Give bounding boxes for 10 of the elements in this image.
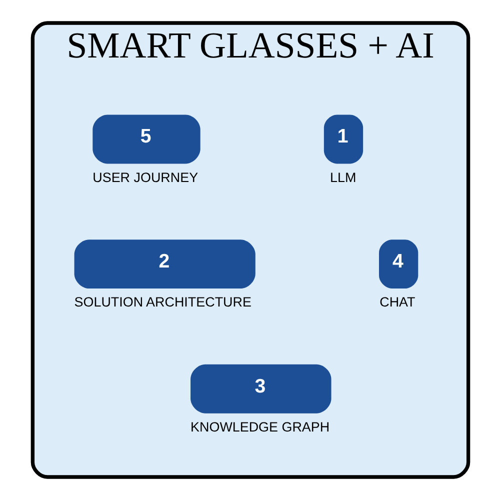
- node-label: LLM: [330, 170, 356, 185]
- node-box: 2: [74, 240, 255, 289]
- node-box: 3: [190, 364, 331, 414]
- node-box: 4: [378, 240, 418, 289]
- node-label: SOLUTION ARCHITECTURE: [74, 294, 251, 310]
- node-box: 1: [323, 114, 363, 164]
- node-label: USER JOURNEY: [92, 170, 198, 185]
- node-label: CHAT: [379, 294, 415, 310]
- node-box: 5: [92, 114, 200, 164]
- node-label: KNOWLEDGE GRAPH: [190, 419, 330, 434]
